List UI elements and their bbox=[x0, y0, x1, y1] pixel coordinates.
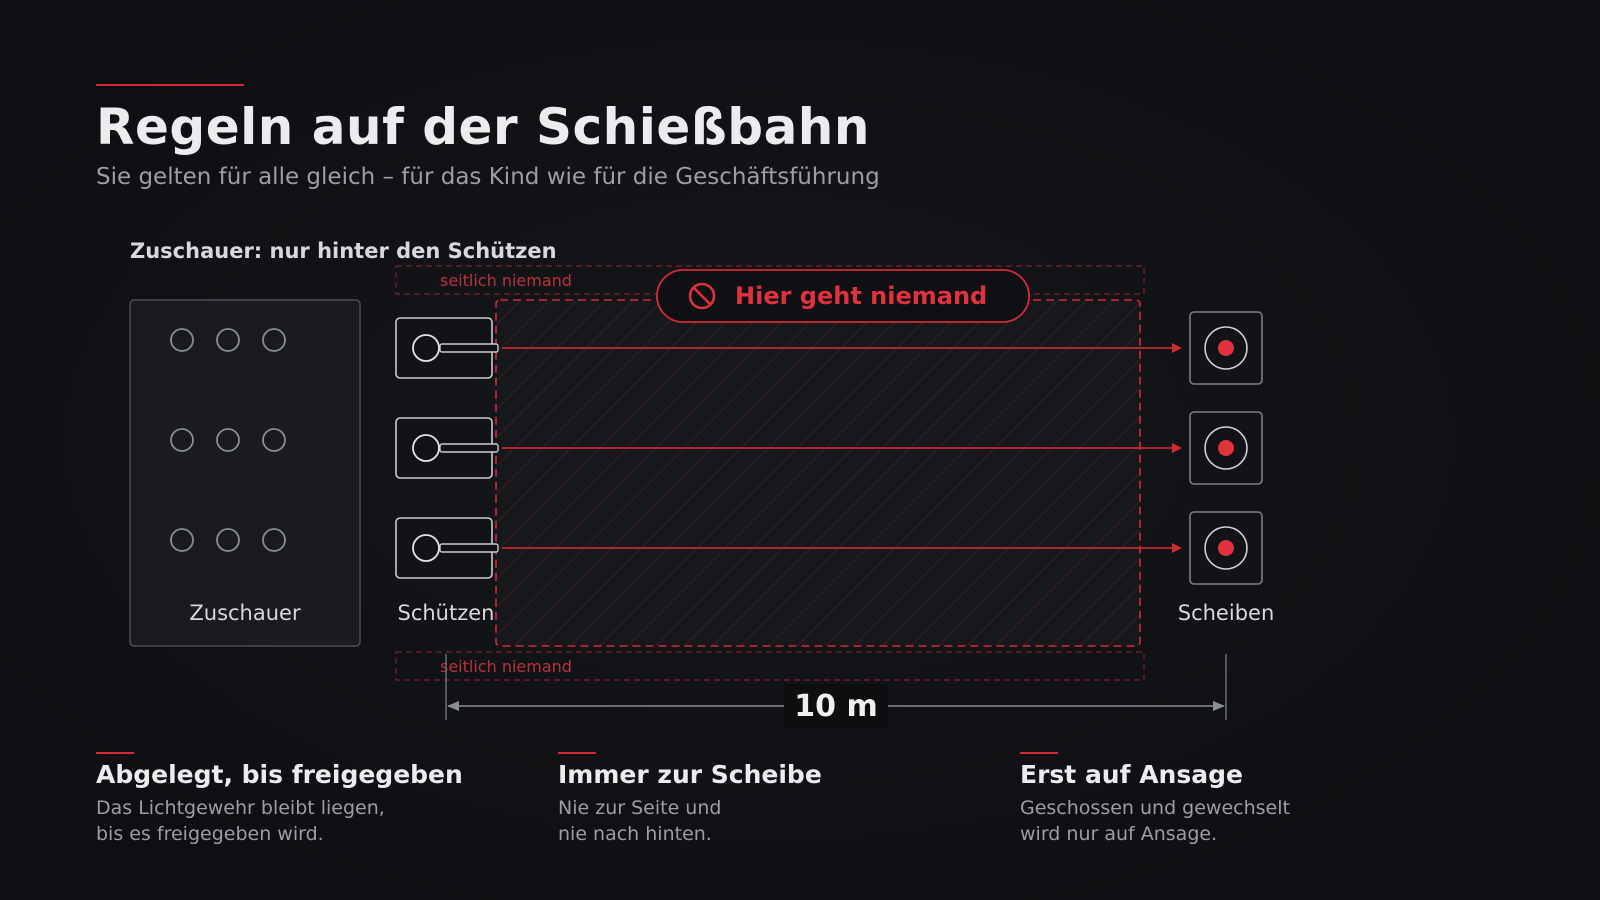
rule-2-text: Nie zur Seite und nie nach hinten. bbox=[558, 797, 722, 845]
targets-label: Scheiben bbox=[1178, 601, 1275, 625]
spectator-seats bbox=[170, 328, 286, 552]
distance-label: 10 m bbox=[794, 689, 877, 724]
lane bbox=[395, 411, 1263, 485]
spectator-seat-icon bbox=[262, 328, 286, 352]
rule-1-title: Abgelegt, bis freigegeben bbox=[96, 760, 463, 789]
shooting-lanes bbox=[395, 311, 1263, 585]
rule-2-title: Immer zur Scheibe bbox=[558, 760, 822, 789]
page-title: Regeln auf der Schießbahn bbox=[96, 98, 870, 156]
spectator-seat-icon bbox=[216, 328, 240, 352]
no-entry-zone bbox=[495, 299, 1141, 647]
spectator-seat-icon bbox=[170, 328, 194, 352]
rule-card-3: Erst auf Ansage Geschossen und gewechsel… bbox=[1020, 760, 1290, 847]
no-entry-badge: Hier geht niemand bbox=[656, 269, 1030, 323]
no-entry-label: Hier geht niemand bbox=[735, 282, 987, 310]
rule-card-1: Abgelegt, bis freigegeben Das Lichtgeweh… bbox=[96, 760, 463, 847]
spectators-note: Zuschauer: nur hinter den Schützen bbox=[130, 239, 557, 263]
spectator-seat-icon bbox=[170, 528, 194, 552]
rule-1-text: Das Lichtgewehr bleibt liegen, bis es fr… bbox=[96, 797, 385, 845]
lane bbox=[395, 311, 1263, 385]
spectator-seat-icon bbox=[262, 528, 286, 552]
title-accent-line bbox=[96, 84, 244, 86]
spectator-area bbox=[129, 299, 361, 647]
side-zone-bottom-label: seitlich niemand bbox=[440, 657, 572, 676]
rule-2-accent bbox=[558, 752, 596, 754]
rule-3-text: Geschossen und gewechselt wird nur auf A… bbox=[1020, 797, 1290, 845]
shooter-rifle-icon bbox=[395, 517, 499, 579]
rule-3-accent bbox=[1020, 752, 1058, 754]
rule-3-title: Erst auf Ansage bbox=[1020, 760, 1243, 789]
spectator-seat-icon bbox=[170, 428, 194, 452]
rule-1-accent bbox=[96, 752, 134, 754]
spectator-seat-icon bbox=[216, 428, 240, 452]
target-icon bbox=[1189, 411, 1263, 485]
spectator-seat-icon bbox=[216, 528, 240, 552]
distance-dimension: 10 m bbox=[445, 654, 1227, 728]
shooters-label: Schützen bbox=[398, 601, 495, 625]
prohibited-icon bbox=[688, 282, 716, 310]
target-icon bbox=[1189, 511, 1263, 585]
page-subtitle: Sie gelten für alle gleich – für das Kin… bbox=[96, 164, 880, 190]
shooter-rifle-icon bbox=[395, 317, 499, 379]
side-zone-top-label: seitlich niemand bbox=[440, 271, 572, 290]
target-icon bbox=[1189, 311, 1263, 385]
shooter-rifle-icon bbox=[395, 417, 499, 479]
spectator-seat-icon bbox=[262, 428, 286, 452]
side-zone-bottom bbox=[395, 651, 1145, 681]
rule-card-2: Immer zur Scheibe Nie zur Seite und nie … bbox=[558, 760, 822, 847]
lane bbox=[395, 511, 1263, 585]
spectators-label: Zuschauer bbox=[189, 601, 301, 625]
